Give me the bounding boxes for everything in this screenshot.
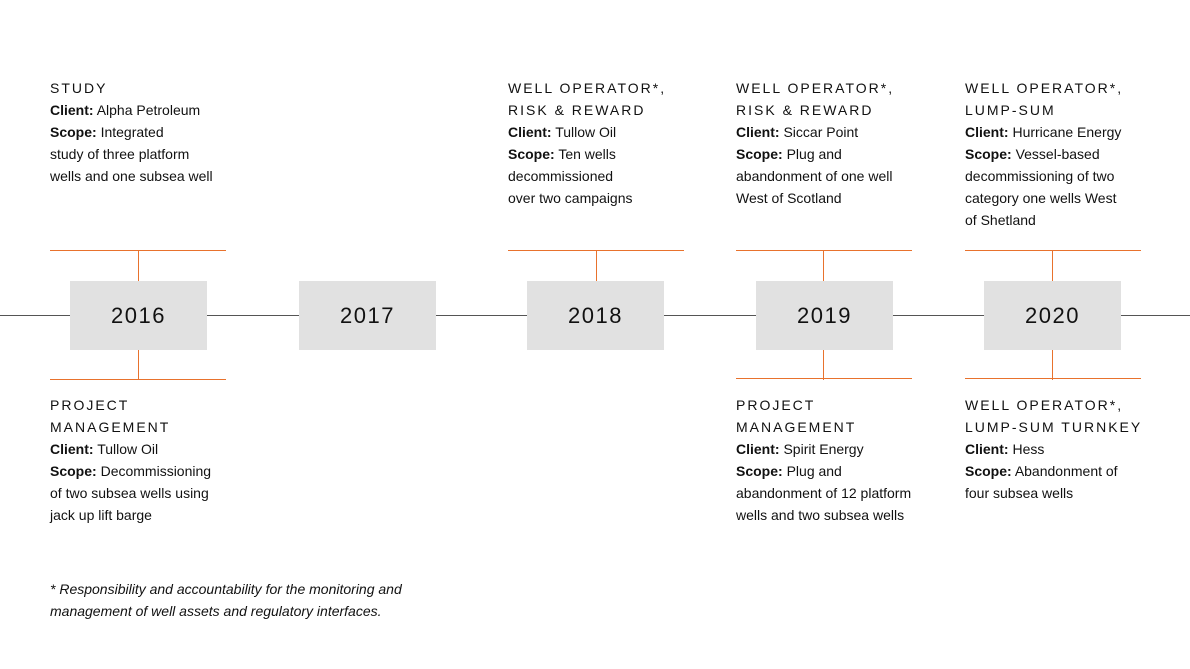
- event-scope: Scope: Integrated study of three platfor…: [50, 121, 250, 187]
- event-client: Client: Hess: [965, 438, 1170, 460]
- year-box-2017: 2017: [299, 281, 436, 350]
- event-scope: Scope: Decommissioning of two subsea wel…: [50, 460, 250, 526]
- client-label: Client:: [736, 441, 780, 457]
- bracket-top-2020: [965, 250, 1141, 251]
- footnote: * Responsibility and accountability for …: [50, 581, 402, 619]
- event-title: STUDY: [50, 80, 108, 96]
- event-client: Client: Alpha Petroleum: [50, 99, 250, 121]
- year-box-2019: 2019: [756, 281, 893, 350]
- event-scope: Scope: Plug and abandonment of one well …: [736, 143, 926, 209]
- client-value: Alpha Petroleum: [96, 102, 201, 118]
- scope-label: Scope:: [508, 146, 555, 162]
- year-box-2020: 2020: [984, 281, 1121, 350]
- client-value: Spirit Energy: [783, 441, 864, 457]
- client-label: Client:: [965, 124, 1009, 140]
- scope-value: Integrated study of three platform wells…: [50, 124, 213, 184]
- scope-label: Scope:: [965, 146, 1012, 162]
- event-client: Client: Hurricane Energy: [965, 121, 1165, 143]
- scope-label: Scope:: [50, 463, 97, 479]
- event-client: Client: Spirit Energy: [736, 438, 936, 460]
- event-title: WELL OPERATOR*, RISK & REWARD: [736, 80, 895, 118]
- event-scope: Scope: Ten wells decommissioned over two…: [508, 143, 708, 209]
- event-title: PROJECT MANAGEMENT: [736, 397, 857, 435]
- event-title: WELL OPERATOR*, LUMP-SUM: [965, 80, 1124, 118]
- bracket-top-2019: [736, 250, 912, 251]
- scope-label: Scope:: [965, 463, 1012, 479]
- event-2020-well-operator: WELL OPERATOR*, LUMP-SUM Client: Hurrica…: [965, 77, 1165, 231]
- event-scope: Scope: Plug and abandonment of 12 platfo…: [736, 460, 936, 526]
- bracket-stem-bottom-2016: [138, 350, 139, 380]
- event-scope: Scope: Abandonment of four subsea wells: [965, 460, 1170, 504]
- event-2019-project-management: PROJECT MANAGEMENT Client: Spirit Energy…: [736, 394, 936, 526]
- event-title: WELL OPERATOR*, RISK & REWARD: [508, 80, 667, 118]
- year-box-2018: 2018: [527, 281, 664, 350]
- scope-value: Abandonment of four subsea wells: [965, 463, 1118, 501]
- scope-value: Plug and abandonment of one well West of…: [736, 146, 893, 206]
- year-box-2016: 2016: [70, 281, 207, 350]
- bracket-stem-bottom-2019: [823, 350, 824, 380]
- bracket-stem-top-2018: [596, 251, 597, 281]
- client-label: Client:: [50, 441, 94, 457]
- client-value: Hurricane Energy: [1012, 124, 1122, 140]
- event-2016-study: STUDY Client: Alpha Petroleum Scope: Int…: [50, 77, 250, 187]
- scope-value: Decommissioning of two subsea wells usin…: [50, 463, 212, 523]
- event-client: Client: Siccar Point: [736, 121, 926, 143]
- bracket-stem-top-2019: [823, 251, 824, 281]
- event-2019-well-operator: WELL OPERATOR*, RISK & REWARD Client: Si…: [736, 77, 926, 209]
- bracket-bottom-2019: [736, 378, 912, 379]
- scope-label: Scope:: [736, 146, 783, 162]
- scope-value: Plug and abandonment of 12 platform well…: [736, 463, 912, 523]
- event-2016-project-management: PROJECT MANAGEMENT Client: Tullow Oil Sc…: [50, 394, 250, 526]
- client-value: Hess: [1012, 441, 1045, 457]
- bracket-stem-top-2020: [1052, 251, 1053, 281]
- event-2020-well-operator-turnkey: WELL OPERATOR*, LUMP-SUM TURNKEY Client:…: [965, 394, 1170, 504]
- event-client: Client: Tullow Oil: [508, 121, 708, 143]
- scope-value: Ten wells decommissioned over two campai…: [508, 146, 633, 206]
- scope-label: Scope:: [736, 463, 783, 479]
- bracket-stem-top-2016: [138, 251, 139, 281]
- event-client: Client: Tullow Oil: [50, 438, 250, 460]
- event-title: WELL OPERATOR*, LUMP-SUM TURNKEY: [965, 397, 1143, 435]
- event-2018-well-operator: WELL OPERATOR*, RISK & REWARD Client: Tu…: [508, 77, 708, 209]
- client-label: Client:: [508, 124, 552, 140]
- bracket-top-2018: [508, 250, 684, 251]
- bracket-stem-bottom-2020: [1052, 350, 1053, 380]
- scope-label: Scope:: [50, 124, 97, 140]
- bracket-bottom-2016: [50, 379, 226, 380]
- client-value: Tullow Oil: [555, 124, 617, 140]
- bracket-top-2016: [50, 250, 226, 251]
- bracket-bottom-2020: [965, 378, 1141, 379]
- client-value: Siccar Point: [783, 124, 859, 140]
- event-title: PROJECT MANAGEMENT: [50, 397, 171, 435]
- client-label: Client:: [736, 124, 780, 140]
- client-label: Client:: [50, 102, 94, 118]
- scope-value: Vessel-based decommissioning of two cate…: [965, 146, 1117, 228]
- event-scope: Scope: Vessel-based decommissioning of t…: [965, 143, 1165, 231]
- client-label: Client:: [965, 441, 1009, 457]
- client-value: Tullow Oil: [97, 441, 159, 457]
